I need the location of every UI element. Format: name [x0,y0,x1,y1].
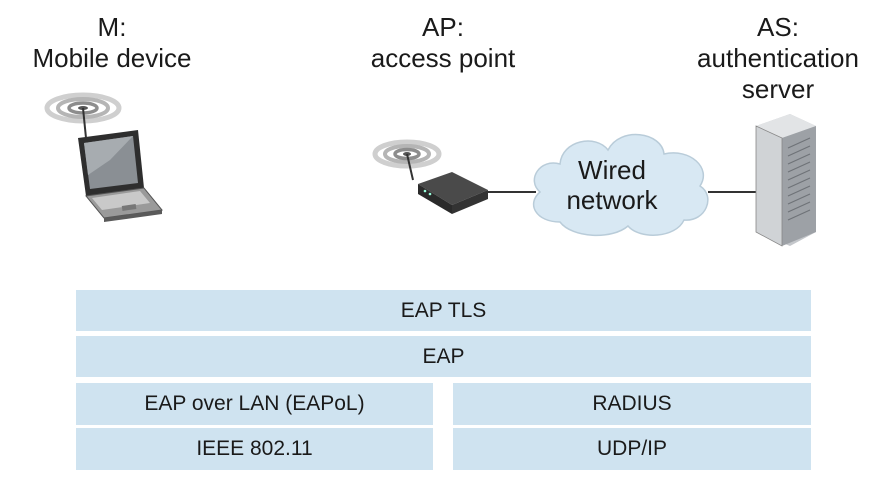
mobile-device-tag: M: [97,12,127,42]
access-point-tag: AP: [422,12,464,42]
mobile-device-label: M: Mobile device [12,12,212,74]
wired-network-label: Wired network [532,155,692,215]
access-point-name: access point [370,43,516,73]
stack-layer-eapol-label: EAP over LAN (EAPoL) [144,392,365,415]
wired-network-line-1: Wired [578,155,646,185]
stack-layer-radius: RADIUS [453,383,811,425]
laptop-icon [78,107,163,222]
server-icon [755,114,816,247]
wired-network-line-2: network [566,185,658,215]
stack-layer-radius-label: RADIUS [592,392,672,415]
stack-layer-eapol: EAP over LAN (EAPoL) [76,383,433,425]
network-diagram-art [44,92,816,247]
stack-layer-ieee-80211-label: IEEE 802.11 [196,437,313,460]
authentication-server-name-1: authentication [697,43,859,73]
stack-layer-ieee-80211: IEEE 802.11 [76,428,433,470]
access-point-label: AP: access point [343,12,543,74]
authentication-server-label: AS: authentication server [668,12,888,105]
wifi-signal-icon [372,139,442,169]
stack-layer-eap-label: EAP [422,344,465,368]
authentication-server-tag: AS: [757,12,799,42]
stack-layer-eap-tls: EAP TLS [76,290,811,331]
router-icon [406,153,488,214]
cloud-icon [533,133,709,236]
mobile-device-name: Mobile device [32,43,192,73]
stack-layer-udp-ip: UDP/IP [453,428,811,470]
stack-layer-udp-ip-label: UDP/IP [596,437,667,460]
stack-layer-eap: EAP [76,336,811,377]
authentication-server-name-2: server [741,74,815,104]
stack-layer-eap-tls-label: EAP TLS [400,298,487,322]
